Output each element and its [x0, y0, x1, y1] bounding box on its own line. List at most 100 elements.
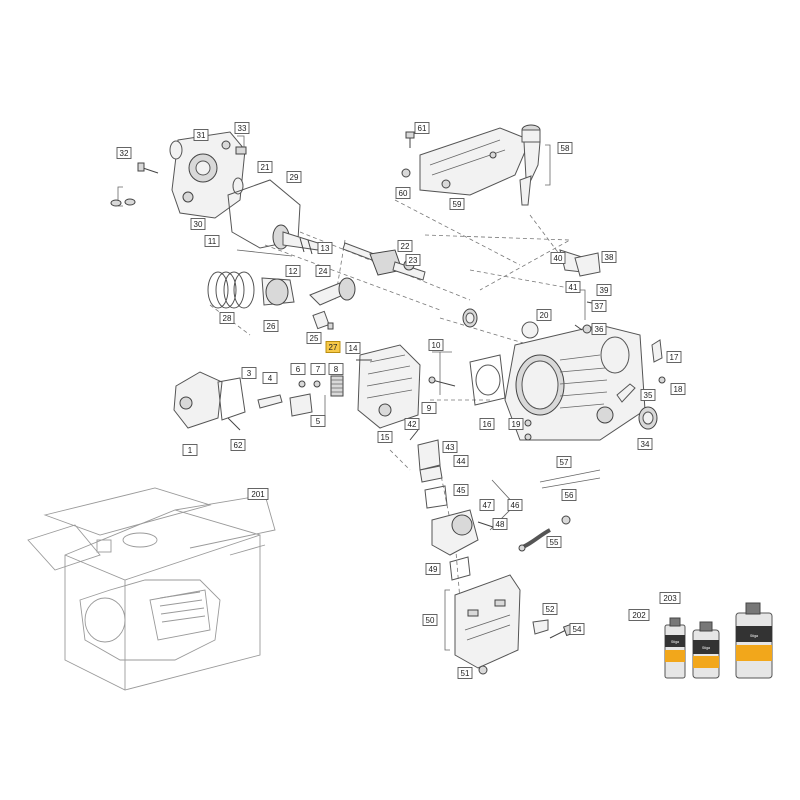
part-number-label: 56: [565, 491, 574, 500]
part-callout-202[interactable]: 202: [628, 609, 650, 621]
part-callout-58[interactable]: 58: [557, 142, 573, 154]
part-callout-18[interactable]: 18: [670, 383, 686, 395]
part-callout-203[interactable]: 203: [659, 592, 681, 604]
part-callout-37[interactable]: 37: [591, 300, 607, 312]
part-callout-box: [241, 367, 257, 379]
part-callout-box: [190, 218, 206, 230]
part-callout-56[interactable]: 56: [561, 489, 577, 501]
part-callout-box: [637, 438, 653, 450]
part-callout-36[interactable]: 36: [591, 323, 607, 335]
part-callout-box: [670, 383, 686, 395]
part-callout-62[interactable]: 62: [230, 439, 246, 451]
part-callout-51[interactable]: 51: [457, 667, 473, 679]
part-callout-23[interactable]: 23: [405, 254, 421, 266]
part-number-label: 4: [268, 374, 273, 383]
part-callout-47[interactable]: 47: [479, 499, 495, 511]
part-number-label: 6: [296, 365, 301, 374]
part-callout-46[interactable]: 46: [507, 499, 523, 511]
part-callout-box: [421, 402, 437, 414]
part-callout-box: [659, 592, 681, 604]
part-callout-19[interactable]: 19: [508, 418, 524, 430]
shipping-box: [27, 487, 276, 691]
part-number-label: 62: [234, 441, 243, 450]
part-number-label: 18: [674, 385, 683, 394]
part-number-label: 23: [409, 256, 418, 265]
part-callout-box: [508, 418, 524, 430]
part-callout-7[interactable]: 7: [310, 363, 326, 375]
part-callout-15[interactable]: 15: [377, 431, 393, 443]
part-callout-14[interactable]: 14: [345, 342, 361, 354]
part-callout-11[interactable]: 11: [204, 235, 220, 247]
part-callout-44[interactable]: 44: [453, 455, 469, 467]
part-callout-34[interactable]: 34: [637, 438, 653, 450]
part-callout-43[interactable]: 43: [442, 441, 458, 453]
part-callout-21[interactable]: 21: [257, 161, 273, 173]
part-callout-55[interactable]: 55: [546, 536, 562, 548]
part-callout-box: [397, 240, 413, 252]
part-callout-29[interactable]: 29: [286, 171, 302, 183]
part-callout-5[interactable]: 5: [310, 415, 326, 427]
part-callout-box: [479, 499, 495, 511]
part-callout-box: [325, 341, 341, 353]
part-callout-48[interactable]: 48: [492, 518, 508, 530]
part-callout-41[interactable]: 41: [565, 281, 581, 293]
part-callout-50[interactable]: 50: [422, 614, 438, 626]
bottle-brand-203: Stiga: [750, 634, 758, 638]
part-callout-42[interactable]: 42: [404, 418, 420, 430]
part-callout-25[interactable]: 25: [306, 332, 322, 344]
part-number-label: 45: [457, 486, 466, 495]
crank-seal-inner: [642, 411, 654, 425]
part-callout-8[interactable]: 8: [328, 363, 344, 375]
part-callout-32[interactable]: 32: [116, 147, 132, 159]
part-callout-1[interactable]: 1: [182, 444, 198, 456]
part-number-label: 12: [289, 267, 298, 276]
part-callout-26[interactable]: 26: [263, 320, 279, 332]
part-callout-10[interactable]: 10: [428, 339, 444, 351]
part-callout-box: [536, 309, 552, 321]
part-callout-9[interactable]: 9: [421, 402, 437, 414]
part-callout-33[interactable]: 33: [234, 122, 250, 134]
part-callout-3[interactable]: 3: [241, 367, 257, 379]
part-callout-20[interactable]: 20: [536, 309, 552, 321]
part-callout-24[interactable]: 24: [315, 265, 331, 277]
part-callout-box: [557, 142, 573, 154]
part-callout-35[interactable]: 35: [640, 389, 656, 401]
part-callout-45[interactable]: 45: [453, 484, 469, 496]
part-callout-54[interactable]: 54: [569, 623, 585, 635]
part-callout-13[interactable]: 13: [317, 242, 333, 254]
part-callout-49[interactable]: 49: [425, 563, 441, 575]
part-callout-38[interactable]: 38: [601, 251, 617, 263]
part-number-label: 43: [446, 443, 455, 452]
part-callout-box: [263, 320, 279, 332]
part-callout-28[interactable]: 28: [219, 312, 235, 324]
part-callout-52[interactable]: 52: [542, 603, 558, 615]
fuel-line-clamp: [518, 544, 526, 552]
part-callout-22[interactable]: 22: [397, 240, 413, 252]
part-callout-40[interactable]: 40: [550, 252, 566, 264]
part-number-label: 20: [540, 311, 549, 320]
part-callout-box: [453, 484, 469, 496]
part-callout-16[interactable]: 16: [479, 418, 495, 430]
part-callout-61[interactable]: 61: [414, 122, 430, 134]
part-callout-27[interactable]: 27: [325, 341, 341, 353]
part-number-label: 32: [120, 149, 129, 158]
part-callout-12[interactable]: 12: [285, 265, 301, 277]
part-callout-201[interactable]: 201: [247, 488, 269, 500]
part-callout-box: [542, 603, 558, 615]
part-callout-60[interactable]: 60: [395, 187, 411, 199]
part-callout-17[interactable]: 17: [666, 351, 682, 363]
crankshaft: [342, 242, 426, 281]
part-callout-39[interactable]: 39: [596, 284, 612, 296]
part-number-label: 5: [316, 417, 321, 426]
part-callout-4[interactable]: 4: [262, 372, 278, 384]
part-callout-31[interactable]: 31: [193, 129, 209, 141]
part-number-label: 61: [418, 124, 427, 133]
part-callout-59[interactable]: 59: [449, 198, 465, 210]
part-callout-6[interactable]: 6: [290, 363, 306, 375]
part-callout-box: [310, 415, 326, 427]
part-callout-57[interactable]: 57: [556, 456, 572, 468]
part-callout-30[interactable]: 30: [190, 218, 206, 230]
part-number-label: 51: [461, 669, 470, 678]
part-callout-box: [492, 518, 508, 530]
